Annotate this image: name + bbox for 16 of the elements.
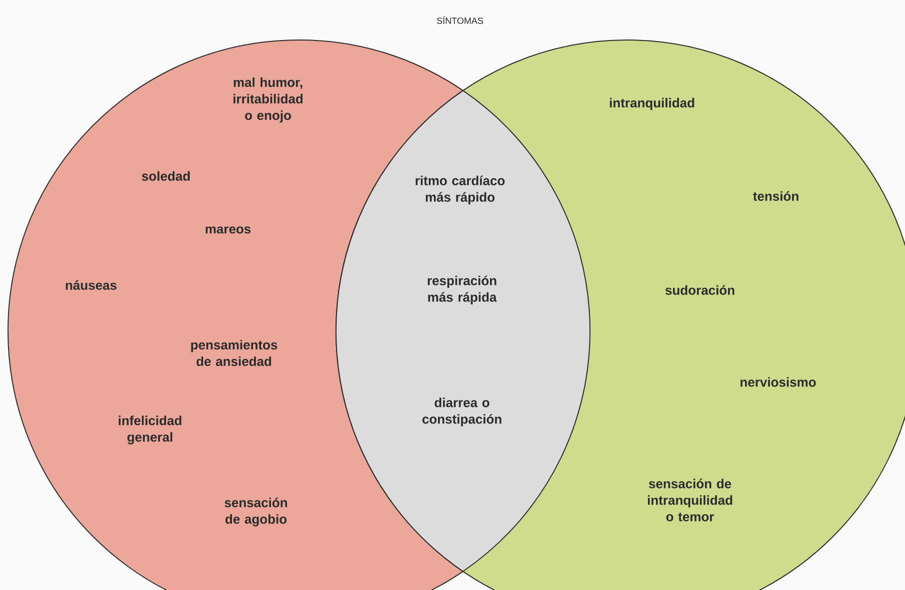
symptom-label: mareos — [206, 226, 251, 234]
symptom-label: infelicidad general — [118, 416, 182, 444]
symptom-label: intranquilidad — [610, 98, 694, 110]
title: SÍNTOMAS — [437, 16, 484, 24]
symptom-label: ritmo cardíaco más rápido — [416, 176, 505, 204]
symptom-label: mal humor, irritabilidad o enojo — [234, 77, 303, 123]
symptom-label: náuseas — [66, 280, 116, 290]
symptom-label: pensamientos de ansiedad — [191, 340, 278, 366]
symptom-label: sensación de intranquilidad o temor — [648, 478, 732, 522]
symptom-label: nerviosismo — [740, 377, 816, 387]
symptom-label: sudoración — [665, 285, 734, 295]
symptom-label: respiración más rápida — [428, 276, 497, 304]
symptom-label: tensión — [753, 191, 798, 201]
symptom-label: sensación de agobio — [224, 498, 287, 526]
symptom-label: soledad — [142, 171, 190, 181]
symptom-label: diarrea o constipación — [422, 398, 502, 426]
